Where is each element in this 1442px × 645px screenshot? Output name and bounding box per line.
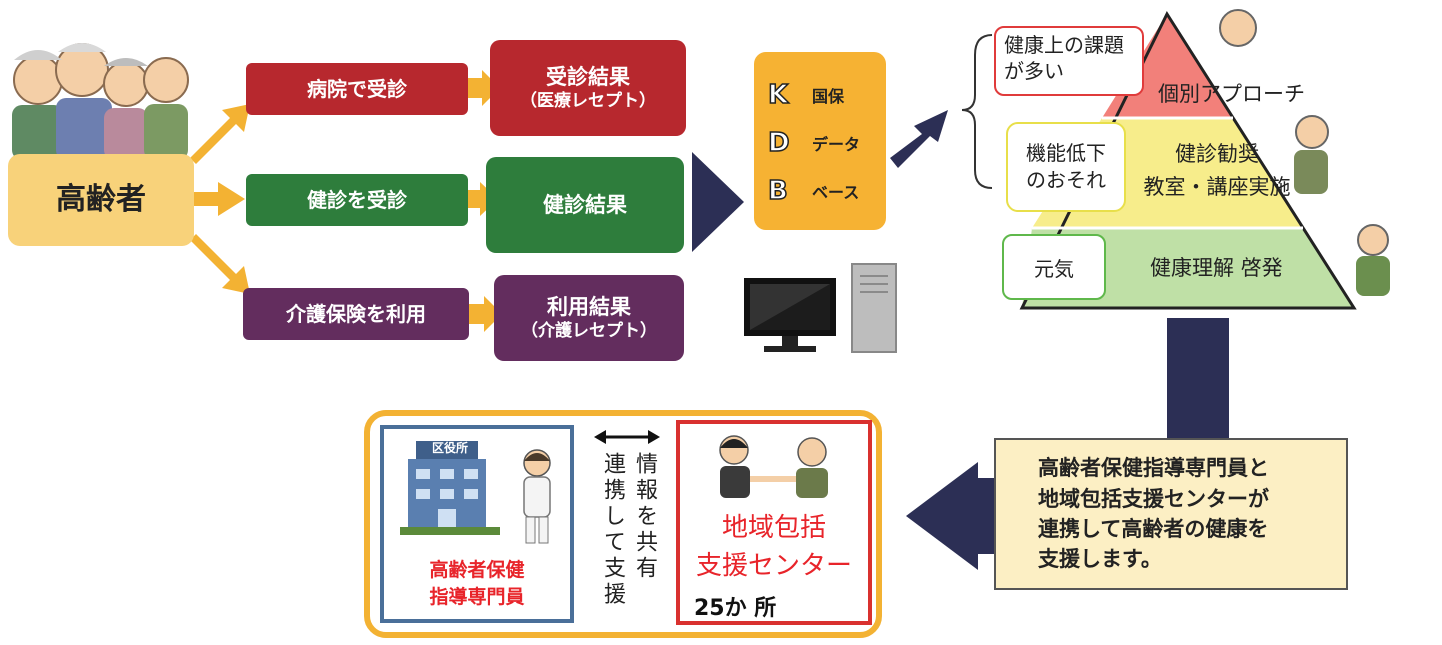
navy-chevron-arrow	[692, 152, 744, 252]
flow-result-title: 健診結果	[543, 192, 627, 217]
flow-action-care-insurance: 介護保険を利用	[243, 288, 469, 340]
flow-result-care: 利用結果 （介護レセプト）	[494, 275, 684, 361]
summary-box: 高齢者保健指導専門員と 地域包括支援センターが 連携して高齢者の健康を 支援しま…	[994, 438, 1348, 590]
consultation-people-icon	[719, 435, 828, 498]
pyramid-brace	[961, 34, 993, 189]
pyramid-top-note-line1: 健康上の課題	[1004, 33, 1124, 57]
share-info-text: 情報を共有	[632, 452, 657, 582]
pyramid-middle-note-line2: のおそれ	[1026, 168, 1106, 192]
support-center-name-line2: 支援センター	[695, 550, 852, 581]
kdb-letter: B	[767, 175, 788, 207]
summary-line: 支援します。	[1038, 547, 1162, 572]
support-center-name: 地域包括 支援センター	[680, 510, 868, 585]
pyramid-top-note: 健康上の課題 が多い	[994, 26, 1144, 96]
flow-result-title: 利用結果	[547, 295, 631, 320]
ward-office-sign: 区役所	[431, 441, 468, 455]
pyramid-bottom-label: 健康理解 啓発	[1150, 256, 1283, 280]
pyramid-bottom-note-text: 元気	[1034, 256, 1074, 281]
elderly-group-illustration	[12, 43, 189, 160]
kdb-letter: K	[767, 79, 789, 111]
pyramid-top-note-line2: が多い	[1004, 59, 1064, 83]
computer-icon	[744, 263, 897, 353]
specialist-title: 高齢者保健 指導専門員	[384, 557, 570, 610]
summary-line: 地域包括支援センターが	[1038, 486, 1269, 511]
flow-action-checkup: 健診を受診	[246, 174, 468, 226]
flow-action-hospital: 病院で受診	[246, 63, 468, 115]
kdb-box: K 国保 D データ B ベース	[754, 52, 886, 230]
flow-result-hospital: 受診結果 （医療レセプト）	[490, 40, 686, 136]
flow-result-subtitle: （介護レセプト）	[521, 320, 657, 341]
ward-office-building-icon	[400, 441, 500, 535]
double-arrow-icon	[594, 430, 660, 444]
pyramid-middle-label: 健診勧奨 教室・講座実施	[1124, 138, 1310, 203]
kdb-letter: D	[767, 127, 790, 159]
elderly-box: 高齢者	[8, 154, 194, 246]
flow-result-title: 受診結果	[546, 65, 630, 90]
elderly-figure-icons	[1219, 9, 1390, 296]
kdb-row: D データ	[767, 127, 861, 159]
flow-action-label: 病院で受診	[307, 76, 407, 101]
cooperate-support-text: 連携して支援	[600, 452, 625, 608]
kdb-text: ベース	[812, 183, 860, 202]
pyramid-bottom-note: 元気	[1002, 234, 1106, 300]
summary-line: 連携して高齢者の健康を	[1038, 517, 1269, 541]
flow-result-subtitle: （医療レセプト）	[520, 90, 656, 111]
nurse-icon	[523, 449, 551, 544]
kdb-row: K 国保	[767, 79, 845, 111]
elderly-label: 高齢者	[56, 182, 146, 218]
pyramid-middle-note: 機能低下 のおそれ	[1006, 122, 1126, 212]
flow-action-label: 介護保険を利用	[286, 301, 426, 326]
navy-arrow-to-panel	[906, 462, 978, 570]
flow-arrows	[185, 70, 502, 332]
kdb-row: B ベース	[767, 175, 860, 207]
pyramid-middle-note-line1: 機能低下	[1026, 141, 1106, 165]
specialist-panel: 区役所 高齢者保健 指導専門員	[380, 425, 574, 623]
navy-connector-vertical	[1167, 318, 1229, 440]
specialist-title-line2: 指導専門員	[429, 585, 525, 608]
navy-arrow-kdb-to-pyramid	[890, 110, 948, 168]
specialist-title-line1: 高齢者保健	[429, 559, 525, 581]
kdb-text: 国保	[812, 87, 845, 106]
flow-action-label: 健診を受診	[307, 187, 407, 212]
pyramid-middle-label-line1: 健診勧奨	[1175, 142, 1259, 166]
pyramid-middle-label-line2: 教室・講座実施	[1143, 174, 1291, 199]
pyramid-top-label: 個別アプローチ	[1158, 82, 1305, 106]
kdb-text: データ	[812, 135, 861, 154]
flow-result-checkup: 健診結果	[486, 157, 684, 253]
support-center-count: 25か 所	[694, 596, 777, 621]
support-center-panel: 地域包括 支援センター 25か 所	[676, 420, 872, 625]
support-center-name-line1: 地域包括	[721, 513, 826, 543]
summary-line: 高齢者保健指導専門員と	[1038, 456, 1269, 481]
